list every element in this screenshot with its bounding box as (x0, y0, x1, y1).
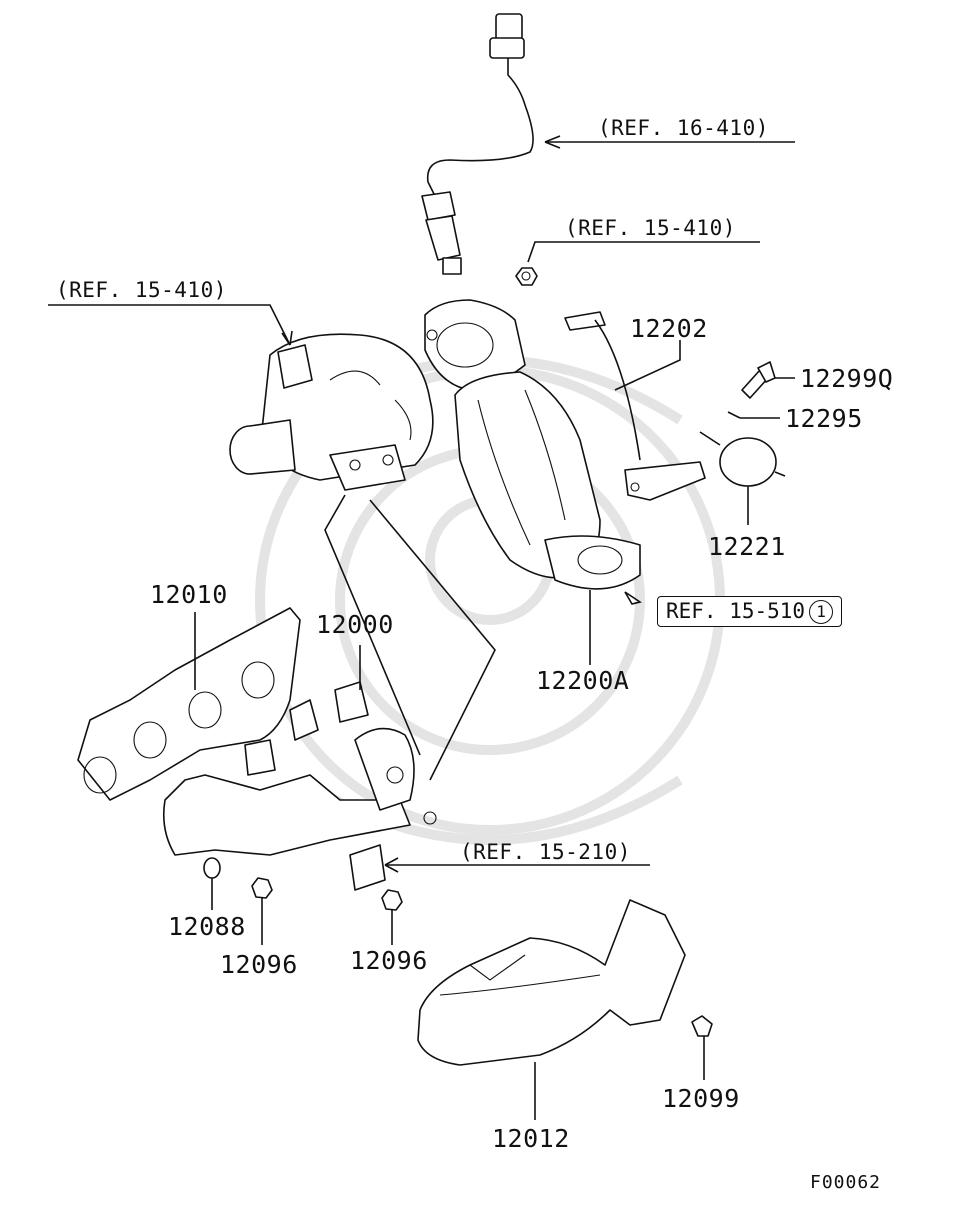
nut-12096-left (251, 877, 273, 899)
part-label-12295: 12295 (785, 404, 863, 433)
bolt (741, 361, 776, 399)
connection-lines (324, 494, 496, 781)
oxygen-sensor (421, 13, 534, 275)
part-label-12099: 12099 (662, 1084, 740, 1113)
catalytic-converter (424, 299, 641, 590)
part-label-12299q: 12299Q (800, 364, 894, 393)
figure-id: F00062 (810, 1172, 882, 1193)
exhaust-manifold (162, 681, 437, 891)
nut-12096-right (381, 889, 403, 911)
bolt-12099 (691, 1015, 713, 1037)
part-label-12200a: 12200A (536, 666, 630, 695)
manifold-ref-label: (REF. 15-210) (460, 840, 631, 864)
part-label-12010: 12010 (150, 580, 228, 609)
part-label-12000: 12000 (316, 610, 394, 639)
sensor-ref-label: (REF. 16-410) (598, 116, 769, 140)
part-label-12088: 12088 (168, 912, 246, 941)
gasket (77, 607, 301, 801)
part-label-12202: 12202 (630, 314, 708, 343)
part-label-12096-right: 12096 (350, 946, 428, 975)
nut-12088 (203, 857, 221, 879)
clamp (699, 431, 786, 487)
turbo-ref-label: (REF. 15-410) (56, 278, 227, 302)
exhaust-ref-circle: 1 (809, 600, 834, 624)
part-label-12012: 12012 (492, 1124, 570, 1153)
turbocharger (229, 333, 434, 491)
part-label-12221: 12221 (708, 532, 786, 561)
exhaust-ref-label: REF. 15-510 (666, 599, 806, 623)
bracket (564, 311, 706, 501)
flange-nut (515, 267, 538, 286)
part-label-12096-left: 12096 (220, 950, 298, 979)
heat-protector (417, 899, 686, 1066)
nut-ref-label: (REF. 15-410) (565, 216, 736, 240)
